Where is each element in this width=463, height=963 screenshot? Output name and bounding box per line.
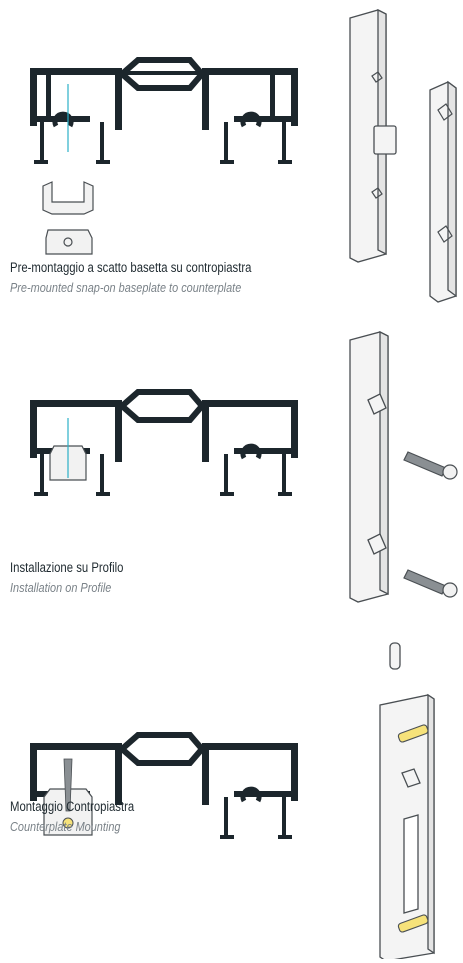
profile-cross-section-drawing — [30, 57, 298, 164]
caption-italian: Pre-montaggio a scatto basetta su contro… — [10, 260, 252, 275]
baseplate-parts-drawing — [42, 181, 94, 255]
caption-italian: Montaggio Contropiastra — [10, 799, 135, 814]
section-counterplate-mounting: Montaggio Contropiastra Counterplate Mou… — [0, 625, 463, 963]
section-installation: Installazione su Profilo Installation on… — [0, 320, 463, 625]
caption-english: Pre-mounted snap-on baseplate to counter… — [10, 280, 242, 295]
section-premount: Pre-montaggio a scatto basetta su contro… — [0, 0, 463, 320]
counterplate-3d-drawing — [349, 8, 457, 303]
caption-italian: Installazione su Profilo — [10, 560, 124, 575]
caption-english: Counterplate Mounting — [10, 819, 121, 834]
counterplate-screws-drawing — [349, 330, 458, 603]
caption-english: Installation on Profile — [10, 580, 112, 595]
counterplate-mounting-3d-drawing — [379, 642, 435, 959]
profile-mounting-drawing — [30, 732, 298, 839]
profile-installation-drawing — [30, 389, 298, 496]
